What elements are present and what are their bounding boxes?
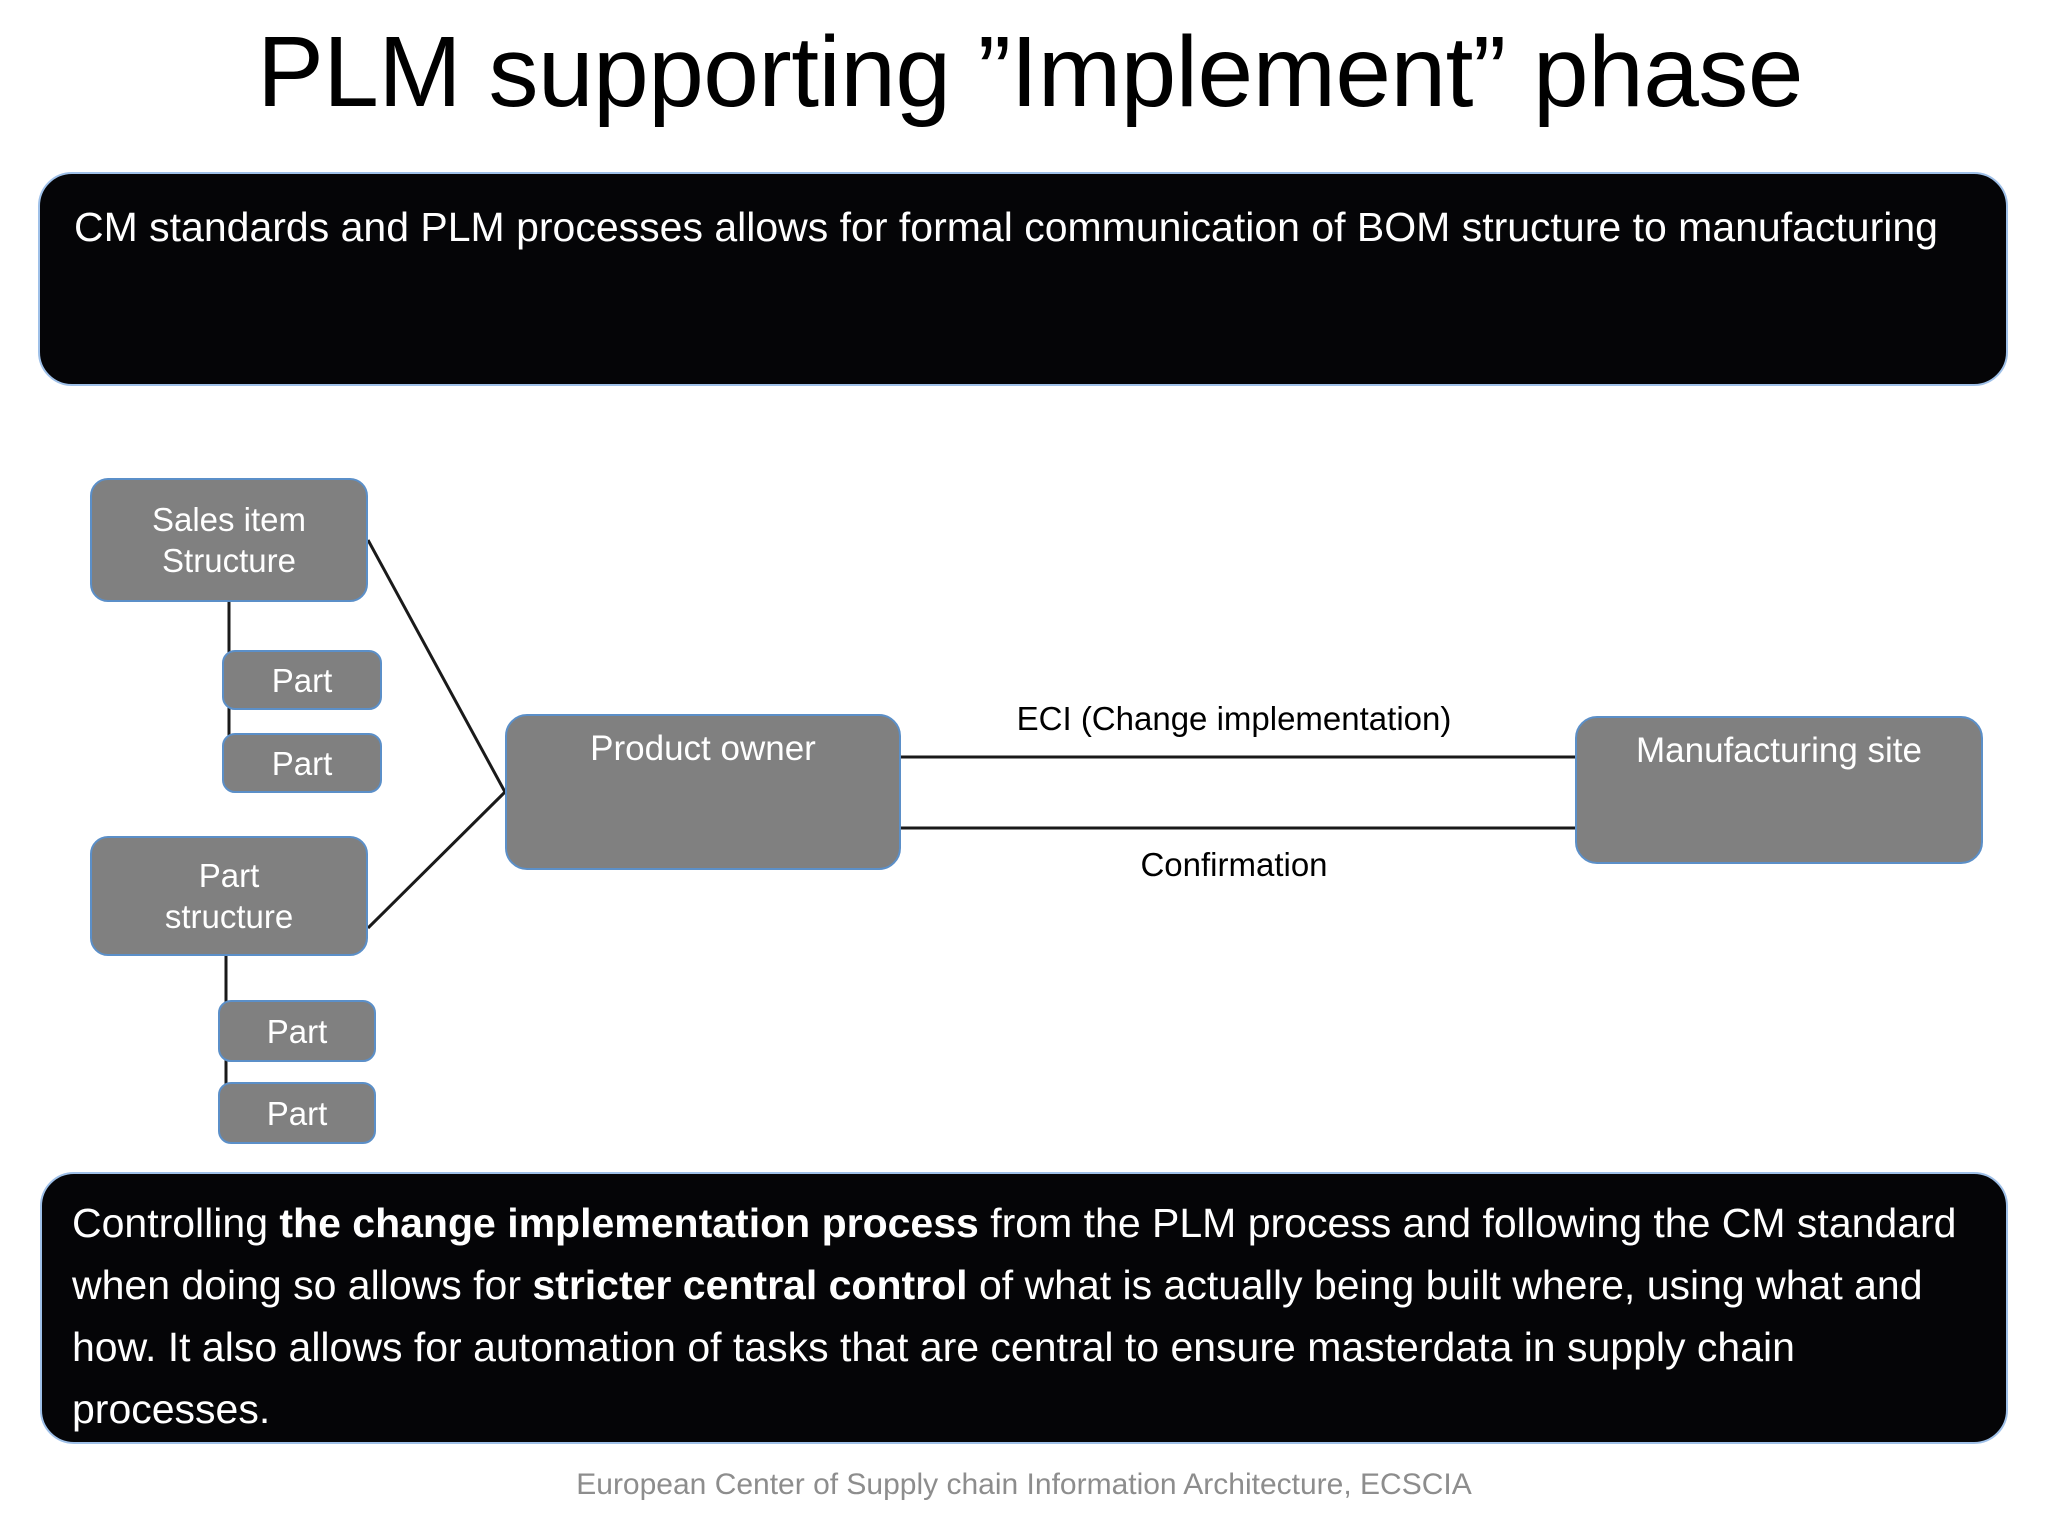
node-part-4[interactable]: Part [218, 1082, 376, 1144]
node-part-3[interactable]: Part [218, 1000, 376, 1062]
callout-bottom-text: Controlling the change implementation pr… [72, 1200, 1957, 1432]
footer-text: European Center of Supply chain Informat… [576, 1468, 1472, 1501]
node-part-structure[interactable]: Part structure [90, 836, 368, 956]
connector-partstructure-to-product-owner [366, 790, 507, 930]
node-part-2[interactable]: Part [222, 733, 382, 793]
node-part-1[interactable]: Part [222, 650, 382, 710]
callout-top: CM standards and PLM processes allows fo… [38, 172, 2008, 386]
callout-top-text: CM standards and PLM processes allows fo… [74, 204, 1938, 250]
page-title: PLM supporting ”Implement” phase [257, 16, 1803, 128]
flow-label-confirmation: Confirmation [1140, 846, 1328, 883]
connector-sales-to-product-owner [366, 539, 507, 793]
node-sales-item-structure[interactable]: Sales item Structure [90, 478, 368, 602]
node-manufacturing-site[interactable]: Manufacturing site [1575, 716, 1983, 864]
flow-label-eci: ECI (Change implementation) [1016, 700, 1452, 737]
node-product-owner[interactable]: Product owner [505, 714, 901, 870]
callout-bottom: Controlling the change implementation pr… [40, 1172, 2008, 1444]
